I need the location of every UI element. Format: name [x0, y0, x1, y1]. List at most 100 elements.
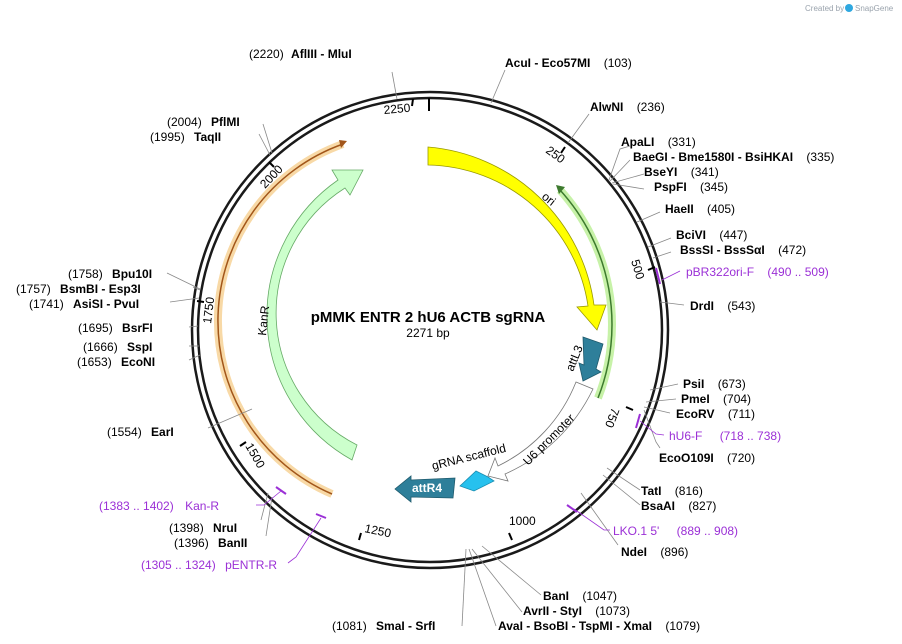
attr4-feature-label: attR4: [412, 481, 442, 495]
leader-ndei: [580, 492, 619, 546]
site-sspi-name: SspI: [127, 340, 152, 354]
site-bani: BanI (1047): [543, 589, 617, 603]
site-avrii-name: AvrII - StyI: [523, 604, 582, 618]
site-acui-name: AcuI - Eco57MI: [505, 56, 590, 70]
site-drdi-name: DrdI: [690, 299, 714, 313]
leader-apali: [608, 145, 631, 181]
primer-hu6f-pos: (718 .. 738): [720, 429, 781, 443]
tick-1000: [508, 532, 513, 541]
site-alwni-pos: (236): [637, 100, 665, 114]
leader-bpu10i: [166, 272, 201, 290]
site-baegi-name: BaeGI - Bme1580I - BsiHKAI: [633, 150, 793, 164]
primer-leader-lines: [256, 270, 681, 564]
leader-banii: [265, 496, 273, 537]
primer-pentr-pos: (1305 .. 1324): [141, 558, 216, 572]
site-apali-pos: (331): [668, 135, 696, 149]
site-ecorv: EcoRV (711): [676, 407, 755, 421]
site-avai-name: AvaI - BsoBI - TspMI - XmaI: [498, 619, 652, 633]
u6-promoter-feature-label: U6 promoter: [520, 411, 577, 468]
site-bani-name: BanI: [543, 589, 569, 603]
site-ndei-pos: (896): [660, 545, 688, 559]
site-bcivi: BciVI (447): [676, 228, 747, 242]
site-taqii-pos: (1995): [150, 130, 185, 144]
site-pflmi: (2004) PflMI: [167, 115, 240, 129]
site-alwni-name: AlwNI: [590, 100, 623, 114]
site-banii-pos: (1396): [174, 536, 209, 550]
site-avai-pos: (1079): [665, 619, 700, 633]
site-acui-pos: (103): [604, 56, 632, 70]
tick-label-1000: 1000: [509, 514, 536, 528]
site-pmei: PmeI (704): [681, 392, 751, 406]
site-ndei-name: NdeI: [621, 545, 647, 559]
site-bsaai: BsaAI (827): [641, 499, 716, 513]
site-psii-name: PsiI: [683, 377, 704, 391]
ori-region-line: [559, 189, 613, 399]
site-eari: (1554) EarI: [107, 425, 174, 439]
site-smai-pos: (1081): [332, 619, 367, 633]
site-bseyi-name: BseYI: [644, 165, 677, 179]
primer-mark-hu6f: [635, 413, 641, 429]
leader-pspfi: [612, 183, 645, 190]
site-bseyi-pos: (341): [691, 165, 719, 179]
leader-bani: [481, 545, 542, 596]
tick-label-1250: 1250: [363, 521, 392, 540]
primer-lko-name: LKO.1 5': [613, 524, 659, 538]
site-mlui-pos: (2220): [249, 47, 284, 61]
credit: Created by SnapGene: [805, 4, 894, 13]
site-nrui: (1398) NruI: [169, 521, 237, 535]
site-taqii-name: TaqII: [194, 130, 221, 144]
leader-econi: [188, 354, 201, 361]
plasmid-name: pMMK ENTR 2 hU6 ACTB sgRNA: [311, 309, 546, 326]
site-bsrfi-pos: (1695): [78, 321, 113, 335]
site-alwni: AlwNI (236): [590, 100, 665, 114]
leader-haeii: [636, 211, 661, 223]
site-ecorv-name: EcoRV: [676, 407, 714, 421]
site-banii-name: BanII: [218, 536, 247, 550]
site-mlui: (2220) AflIII - MluI: [249, 47, 352, 61]
tick-1750: [196, 300, 205, 303]
site-eco109: EcoO109I (720): [659, 451, 755, 465]
site-labels: (2220) AflIII - MluI AcuI - Eco57MI (103…: [16, 47, 834, 633]
kanr-feature-label: KanR: [255, 305, 272, 337]
site-asisi-pos: (1741): [29, 297, 64, 311]
tick-750: [625, 406, 634, 411]
site-bsmbi: (1757) BsmBI - Esp3I: [16, 282, 141, 296]
leader-baegi: [609, 159, 631, 182]
ori-region-arrowhead: [556, 185, 565, 194]
primer-mark-pbr322: [655, 267, 661, 285]
site-tati-name: TatI: [641, 484, 661, 498]
primer-mark-pentr: [315, 513, 327, 519]
site-pmei-pos: (704): [723, 392, 751, 406]
tick-label-1750: 1750: [200, 296, 217, 325]
site-sspi-pos: (1666): [83, 340, 118, 354]
primer-pentr: (1305 .. 1324) pENTR-R: [141, 558, 277, 572]
site-ndei: NdeI (896): [621, 545, 688, 559]
site-econi-pos: (1653): [77, 355, 112, 369]
site-bpu10i-name: Bpu10I: [112, 267, 152, 281]
site-bsssi: BssSI - BssSαI (472): [680, 243, 806, 257]
site-smai-name: SmaI - SrfI: [376, 619, 435, 633]
primer-leader-hu6f: [639, 420, 665, 436]
site-bsrfi: (1695) BsrFI: [78, 321, 153, 335]
leader-avrii: [471, 548, 523, 613]
site-pflmi-name: PflMI: [211, 115, 240, 129]
site-avrii-pos: (1073): [595, 604, 630, 618]
leader-bsssi: [652, 251, 672, 259]
leader-smai: [461, 548, 467, 627]
leader-bsaai: [602, 474, 641, 506]
site-apali: ApaLI (331): [621, 135, 696, 149]
site-pspfi-pos: (345): [700, 180, 728, 194]
leader-drdi: [659, 301, 685, 306]
site-nrui-name: NruI: [213, 521, 237, 535]
kanr-region-arrowhead: [339, 140, 347, 148]
site-eari-pos: (1554): [107, 425, 142, 439]
site-pflmi-pos: (2004): [167, 115, 202, 129]
site-tati-pos: (816): [675, 484, 703, 498]
site-mlui-name: AflIII - MluI: [291, 47, 352, 61]
site-drdi-pos: (543): [727, 299, 755, 313]
site-eari-name: EarI: [151, 425, 174, 439]
grna-scaffold-feature-arrow: [459, 470, 495, 492]
site-bsssi-pos: (472): [778, 243, 806, 257]
site-bcivi-pos: (447): [719, 228, 747, 242]
